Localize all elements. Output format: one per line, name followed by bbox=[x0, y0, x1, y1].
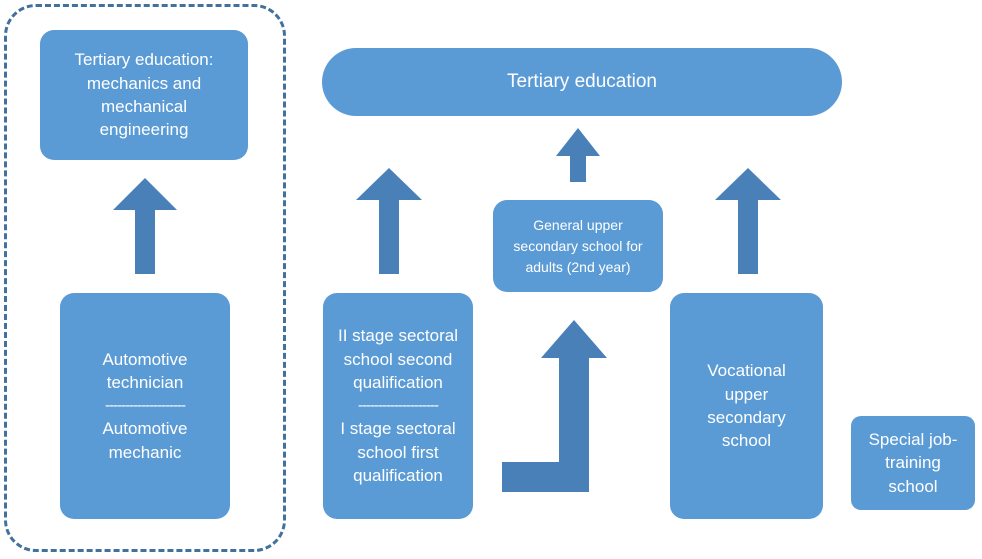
separator-dashes: -------------------- bbox=[105, 396, 186, 414]
text-line: school first bbox=[357, 442, 439, 462]
text-line: secondary school for bbox=[513, 237, 643, 254]
text-line: technician bbox=[106, 373, 184, 393]
box-automotive: Automotive technician ------------------… bbox=[60, 293, 230, 519]
text-line: upper bbox=[724, 384, 769, 404]
up-arrow-sectoral bbox=[356, 168, 422, 274]
text-line: I stage sectoral bbox=[340, 419, 456, 439]
box-tertiary-education: Tertiary education bbox=[322, 48, 842, 116]
bent-up-arrow-sectoral-to-general bbox=[502, 320, 607, 492]
text-line: adults (2nd year) bbox=[525, 258, 631, 275]
box-tertiary-mechanics: Tertiary education: mechanics and mechan… bbox=[40, 30, 248, 160]
text-line: training bbox=[885, 453, 941, 473]
box-general-upper-secondary-adults: General upper secondary school for adult… bbox=[493, 200, 663, 292]
text-line: Vocational bbox=[707, 361, 786, 381]
text-line: General upper bbox=[533, 216, 623, 233]
text-line: engineering bbox=[99, 120, 189, 140]
text-line: secondary bbox=[707, 408, 786, 427]
up-arrow-general-to-tertiary bbox=[556, 128, 600, 182]
text-line: qualification bbox=[353, 373, 443, 393]
up-arrow-automotive bbox=[113, 178, 177, 274]
box-vocational-upper-secondary: Vocational upper secondary school bbox=[670, 293, 823, 519]
highlight-dashed-frame bbox=[4, 4, 286, 552]
up-arrow-vocational bbox=[715, 168, 781, 274]
box-sectoral-school: II stage sectoral school second qualific… bbox=[323, 293, 473, 519]
text-line: qualification bbox=[353, 466, 443, 486]
text-line: Tertiary education: bbox=[74, 50, 214, 70]
text-line: school second bbox=[343, 349, 453, 369]
text-line: school bbox=[721, 431, 772, 451]
text-line: mechanics and bbox=[86, 73, 202, 93]
text-line: mechanical bbox=[101, 97, 187, 116]
text-line: Automotive bbox=[102, 349, 188, 369]
text-line: mechanic bbox=[108, 442, 182, 462]
text-line: school bbox=[888, 476, 938, 496]
text-line: II stage sectoral bbox=[337, 326, 458, 346]
box-special-job-training: Special job- training school bbox=[851, 416, 975, 510]
text-line: Tertiary education bbox=[507, 70, 657, 92]
text-line: Special job- bbox=[868, 429, 958, 449]
text-line: Automotive bbox=[102, 419, 188, 439]
separator-dashes: -------------------- bbox=[358, 396, 439, 414]
